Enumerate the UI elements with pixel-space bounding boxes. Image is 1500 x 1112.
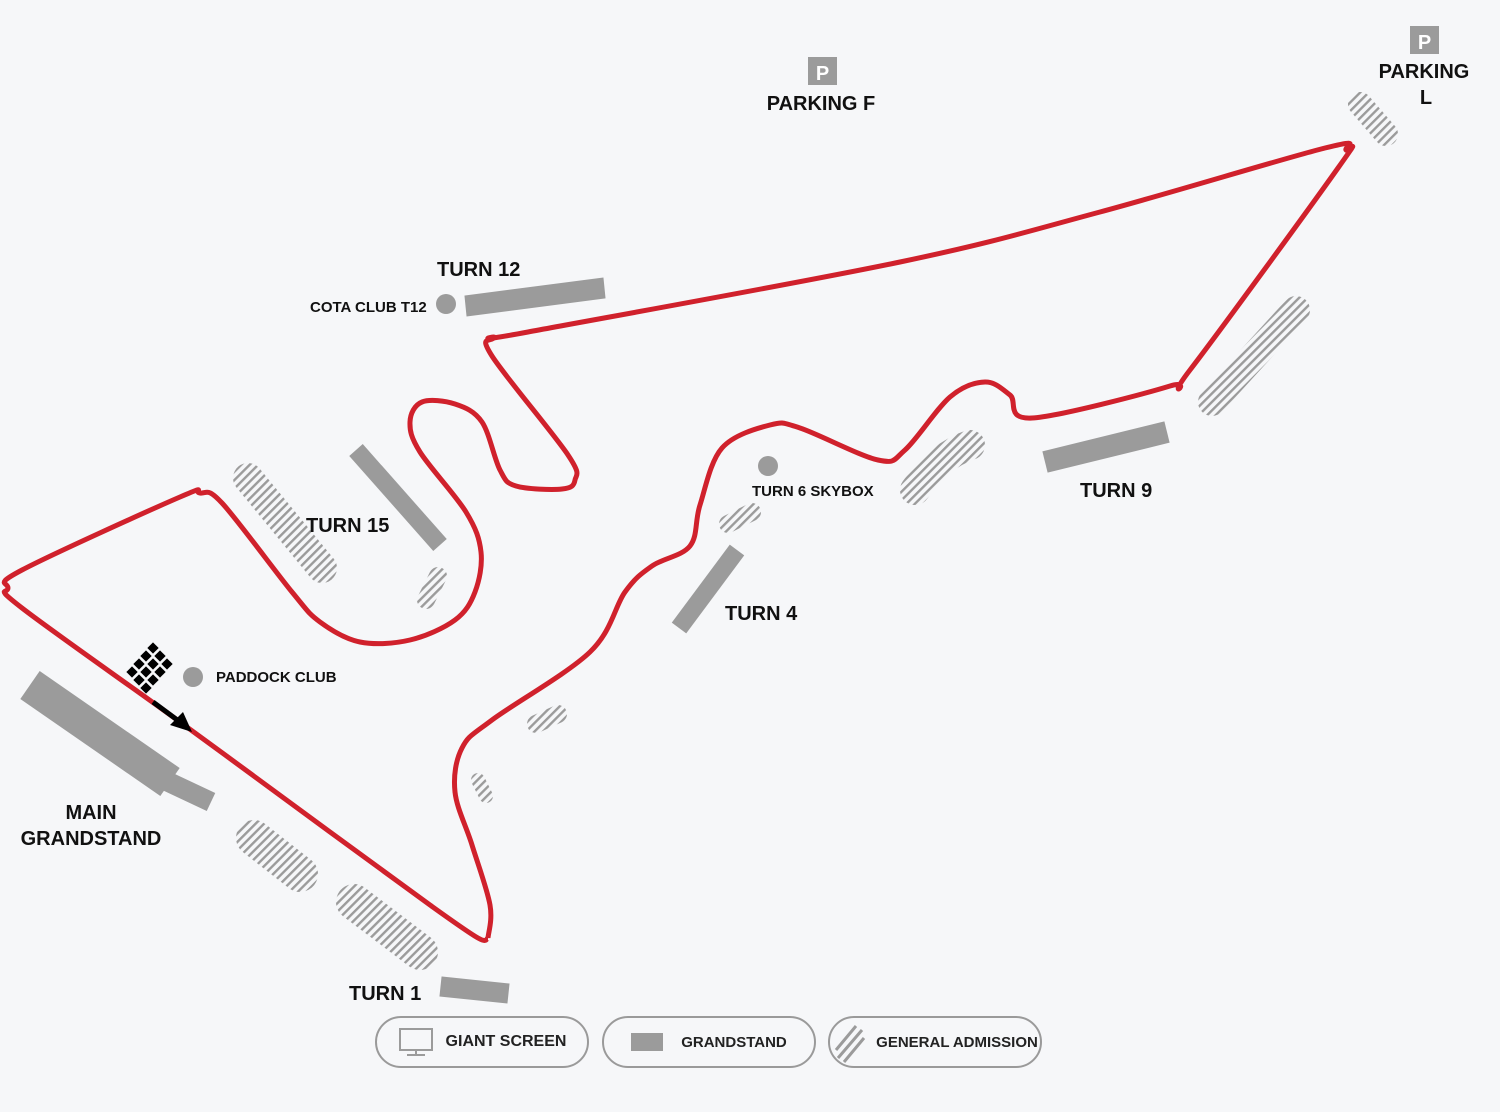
ga-area-turn2[interactable] (471, 773, 493, 803)
flag-square (154, 650, 166, 662)
race-track (1, 140, 1356, 943)
ga-area-turn16[interactable] (417, 567, 447, 609)
legend-label: GIANT SCREEN (445, 1033, 567, 1050)
ga-area-parking-l[interactable] (1348, 92, 1398, 146)
turn15-label: TURN 15 (306, 515, 389, 537)
parking-l-label: PARKING (1379, 61, 1470, 83)
turn6-skybox-label: TURN 6 SKYBOX (752, 483, 874, 500)
legend-grandstand[interactable]: GRANDSTAND (602, 1016, 816, 1068)
ga-area-turn3[interactable] (527, 705, 567, 733)
general-admission-areas (233, 92, 1398, 970)
grandstand-turn4[interactable] (671, 544, 745, 634)
flag-square (147, 642, 159, 654)
legend-label: GRANDSTAND (681, 1033, 787, 1051)
flag-square (147, 674, 159, 686)
grandstand-turn9[interactable] (1042, 421, 1170, 473)
turn4-label: TURN 4 (725, 603, 798, 625)
cota-club-marker[interactable] (436, 294, 456, 314)
flag-square (140, 682, 152, 694)
parking-icon (808, 57, 837, 85)
ga-area-turn1-b[interactable] (336, 884, 438, 970)
parking-letter: P (816, 63, 829, 85)
cota-club-label: COTA CLUB T12 (310, 299, 427, 316)
grandstand-swatch-icon (631, 1033, 664, 1051)
legend-general-admission[interactable]: GENERAL ADMISSION (828, 1016, 1042, 1068)
main-grandstand-label: MAIN (65, 802, 116, 824)
turn12-label: TURN 12 (437, 259, 520, 281)
flag-square (133, 658, 145, 670)
flag-square (154, 666, 166, 678)
flag-square (133, 674, 145, 686)
grandstand-turn12[interactable] (464, 277, 606, 317)
ga-area-turn1-a[interactable] (236, 820, 318, 892)
flag-square (161, 658, 173, 670)
parking-f-label: PARKING F (767, 93, 876, 115)
flag-square (126, 666, 138, 678)
ga-area-turn7[interactable] (900, 430, 985, 505)
giant-screen-icon (398, 1028, 433, 1056)
parking-l-label-line2: L (1420, 87, 1432, 109)
flag-square (140, 650, 152, 662)
legend-label: GENERAL ADMISSION (876, 1033, 1038, 1051)
flag-square (140, 666, 152, 678)
grandstand-turn1[interactable] (439, 976, 510, 1004)
turn9-label: TURN 9 (1080, 480, 1152, 502)
legend-giant-screen[interactable]: GIANT SCREEN (375, 1016, 589, 1068)
flag-square (147, 658, 159, 670)
general-admission-hatch-icon (835, 1025, 866, 1063)
ga-area-turn5[interactable] (719, 503, 761, 533)
paddock-club-label: PADDOCK CLUB (216, 669, 337, 686)
parking-l[interactable]: P PARKING L (1379, 26, 1470, 109)
direction-arrow-icon (151, 699, 192, 732)
grandstands (20, 277, 1170, 1004)
paddock-club-marker[interactable] (183, 667, 203, 687)
parking-letter: P (1418, 32, 1431, 54)
parking-f[interactable]: P PARKING F (767, 57, 876, 115)
main-grandstand-annex[interactable] (155, 768, 216, 812)
main-grandstand[interactable] (20, 671, 180, 796)
grandstand-turn15[interactable] (349, 444, 447, 551)
main-grandstand-label-line2: GRANDSTAND (21, 828, 162, 850)
parking-icon (1410, 26, 1439, 54)
ga-area-turn10[interactable] (1198, 296, 1310, 416)
turn1-label: TURN 1 (349, 983, 421, 1005)
ga-area-turn15[interactable] (233, 463, 337, 583)
turn6-skybox-marker[interactable] (758, 456, 778, 476)
